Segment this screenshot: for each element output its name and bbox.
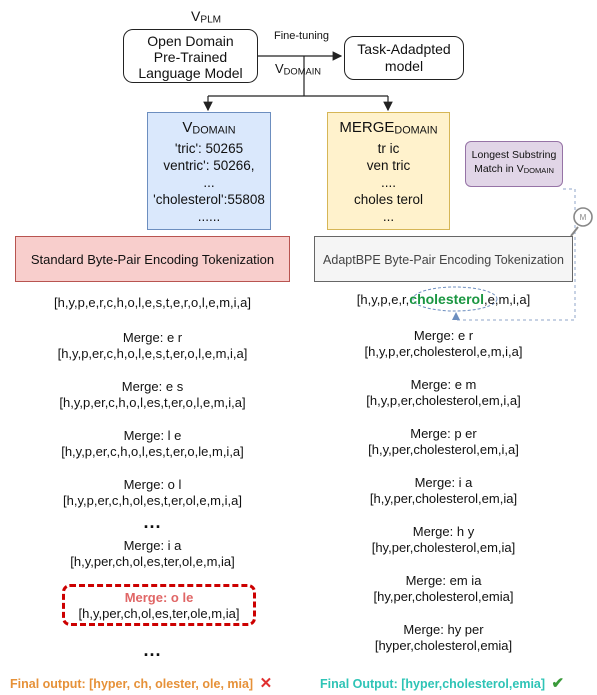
plm-line: Language Model	[138, 65, 243, 81]
cross-icon: ✕	[259, 675, 273, 692]
left-merge-step: Merge: e r[h,y,p,er,c,h,o,l,e,s,t,er,o,l…	[57, 330, 248, 361]
merge-domain-box: MERGEDOMAIN tr ic ven tric .... choles t…	[327, 112, 450, 230]
right-merge-step: Merge: i a[h,y,per,cholesterol,em,ia]	[369, 475, 518, 506]
merge-entry: ....	[380, 174, 396, 190]
longest-line2: Match in VDOMAIN	[474, 163, 554, 176]
left-initial-sequence: [h,y,p,e,r,c,h,o,l,e,s,t,e,r,o,l,e,m,i,a…	[53, 295, 251, 310]
problem-merge-label: Merge: o le	[124, 590, 194, 605]
merge-entry: tr ic	[377, 140, 400, 156]
left-merge-step: Merge: i a[h,y,per,ch,ol,es,ter,ol,e,m,i…	[70, 538, 235, 569]
task-model-box: Task-Adadpted model	[344, 36, 464, 80]
longest-line1: Longest Substring	[471, 149, 557, 161]
left-merge-step: Merge: e s[h,y,p,er,c,h,o,l,es,t,er,o,l,…	[59, 379, 246, 410]
cholesterol-token: cholesterol	[409, 291, 484, 307]
plm-line: Open Domain	[147, 33, 234, 49]
task-line: model	[384, 58, 424, 74]
vdomain-title: VDOMAIN	[182, 119, 236, 137]
left-ellipsis: ...	[143, 512, 162, 532]
merge-entry: choles terol	[353, 191, 424, 207]
problem-merge-box: Merge: o le [h,y,per,ch,ol,es,ter,ole,m,…	[62, 584, 256, 626]
vplm-label: VPLM	[191, 8, 222, 26]
left-final-text: Final output: [hyper, ch, olester, ole, …	[10, 677, 254, 691]
adaptbpe-header: AdaptBPE Byte-Pair Encoding Tokenization	[314, 236, 573, 282]
right-merge-step: Merge: p er[h,y,per,cholesterol,em,i,a]	[368, 426, 519, 457]
vocab-entry: ......	[197, 208, 221, 224]
right-merge-step: Merge: hy per[hyper,cholesterol,emia]	[374, 622, 513, 653]
fine-tuning-label: Fine-tuning	[274, 30, 330, 42]
merge-entry: ...	[382, 208, 395, 224]
right-final-output: Final Output: [hyper,cholesterol,emia] ✔	[320, 674, 564, 692]
right-merge-step: Merge: e m[h,y,p,er,cholesterol,em,i,a]	[366, 377, 521, 408]
problem-merge-seq: [h,y,per,ch,ol,es,ter,ole,m,ia]	[78, 606, 240, 621]
right-merge-step: Merge: e r[h,y,p,er,cholesterol,e,m,i,a]	[364, 328, 523, 359]
vocab-entry: 'cholesterol':55808	[153, 191, 265, 207]
vocab-entry: ventric': 50266,	[163, 157, 255, 173]
svg-text:M: M	[580, 213, 587, 222]
vdomain-vocab-box: VDOMAIN 'tric': 50265 ventric': 50266, .…	[147, 112, 271, 230]
right-final-text: Final Output: [hyper,cholesterol,emia]	[320, 677, 546, 691]
merge-entry: ven tric	[366, 157, 411, 173]
vdomain-label: VDOMAIN	[275, 61, 322, 77]
check-icon: ✔	[551, 675, 565, 692]
vocab-entry: ...	[203, 174, 215, 190]
longest-substring-box: Longest Substring Match in VDOMAIN	[465, 141, 563, 187]
right-initial-sequence: [h,y,p,e,r,cholesterol,e,m,i,a]	[356, 291, 531, 307]
left-final-output: Final output: [hyper, ch, olester, ole, …	[10, 674, 272, 692]
standard-bpe-header: Standard Byte-Pair Encoding Tokenization	[15, 236, 290, 282]
plm-line: Pre-Trained	[153, 49, 228, 65]
left-merge-step: Merge: l e[h,y,p,er,c,h,o,l,es,t,er,o,le…	[61, 428, 244, 459]
magnifier-icon: M	[570, 207, 593, 237]
right-merge-step: Merge: h y[hy,per,cholesterol,em,ia]	[371, 524, 516, 555]
left-merge-step: Merge: o l[h,y,p,er,c,h,ol,es,t,er,ol,e,…	[63, 477, 242, 508]
plm-box: Open Domain Pre-Trained Language Model	[123, 29, 258, 83]
task-line: Task-Adadpted	[357, 41, 451, 57]
left-ellipsis-2: ...	[143, 640, 162, 660]
vocab-entry: 'tric': 50265	[174, 140, 244, 156]
merge-domain-title: MERGEDOMAIN	[339, 119, 438, 137]
right-merge-step: Merge: em ia[hy,per,cholesterol,emia]	[373, 573, 514, 604]
